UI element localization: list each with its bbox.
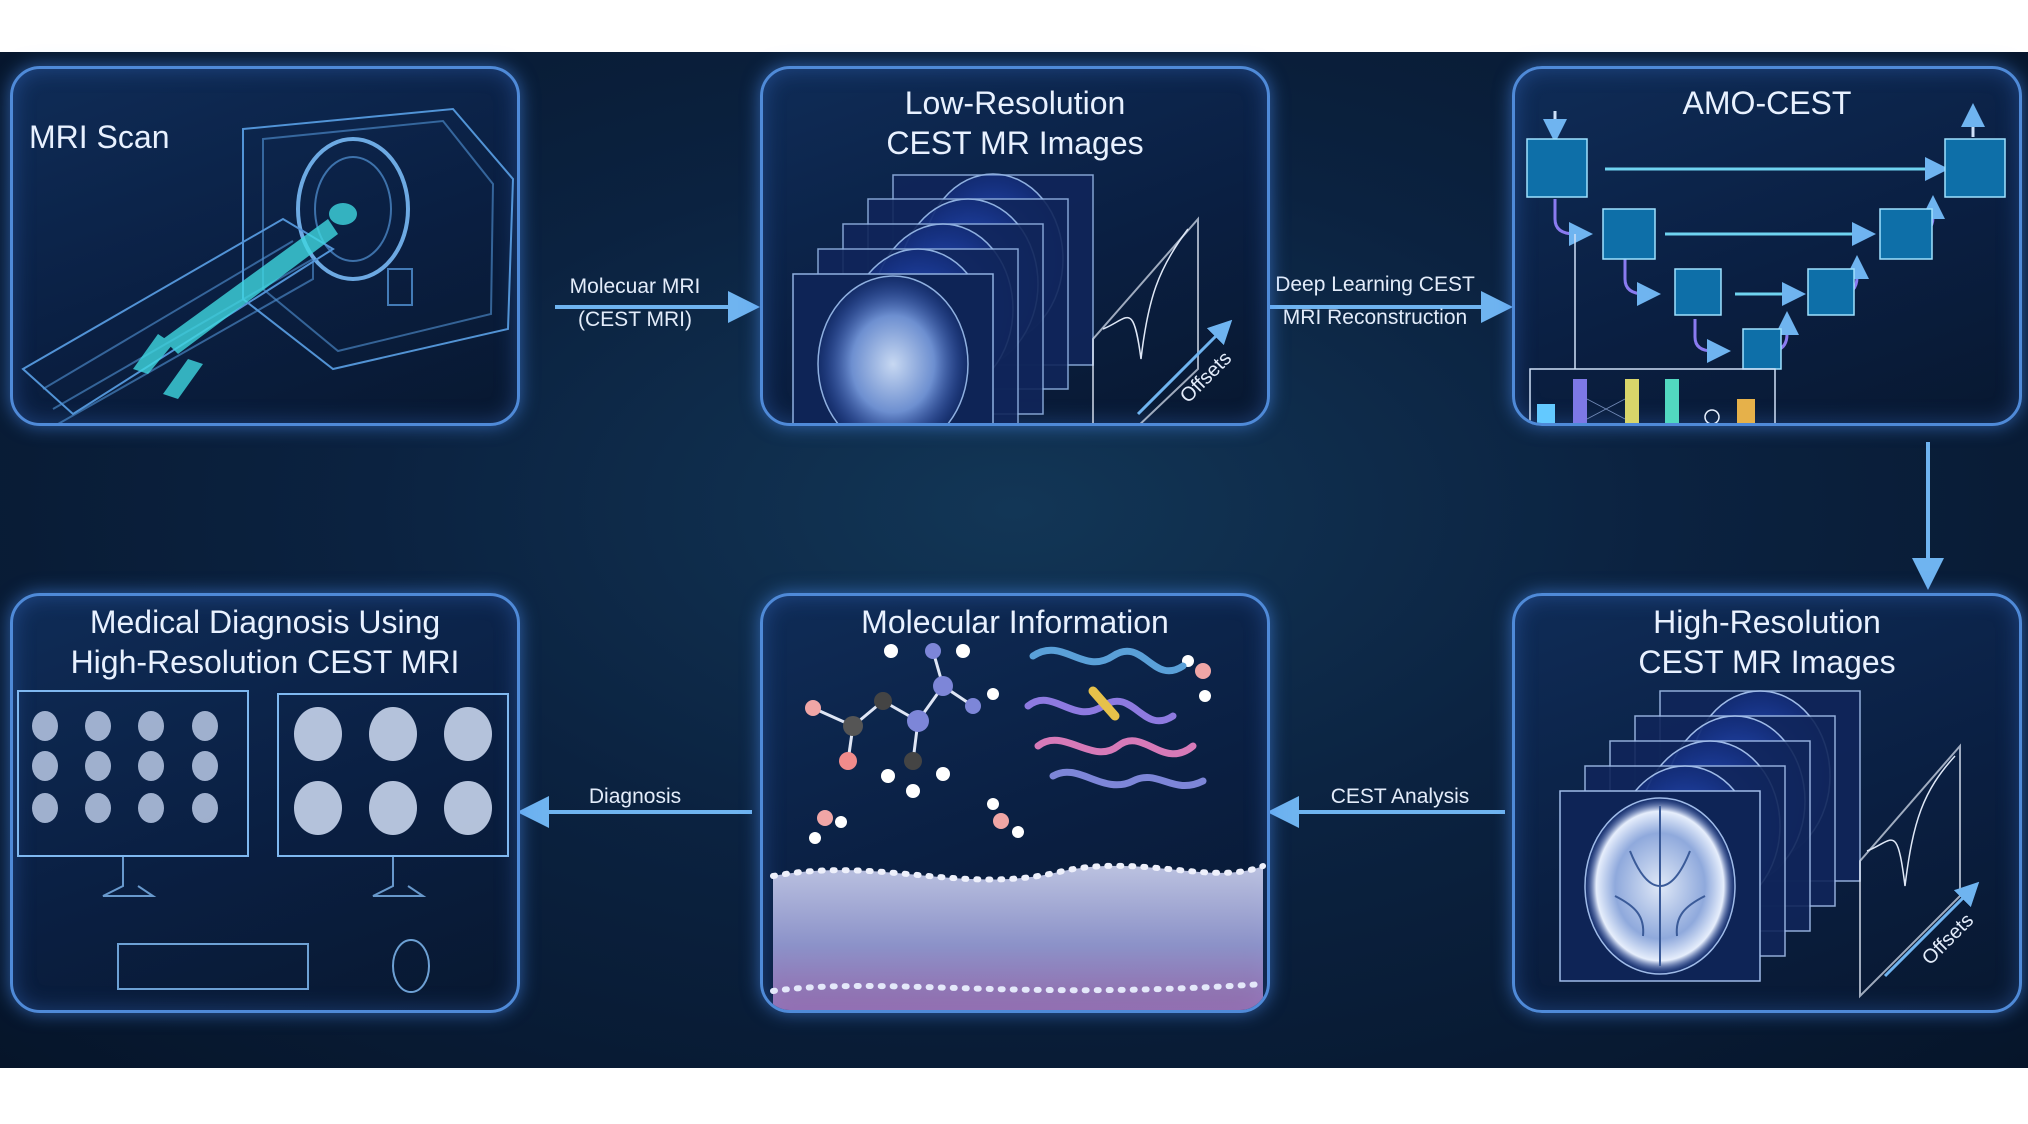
feature-blocks [1526,138,2006,370]
z-spectrum-plot [1859,743,1961,999]
brain-thumbnails-left [32,711,218,823]
connector-label-cest-analysis: CEST Analysis [1330,785,1470,808]
panel-title-line1: Low-Resolution [904,85,1126,121]
z-spectrum-plot [1092,216,1199,423]
blurry-brain-slice [817,275,969,423]
panel-low-res: Low-Resolution CEST MR Images [760,66,1270,426]
connector-label-line: MRI Reconstruction [1282,306,1468,329]
unet-architecture-diagram [1526,103,2006,423]
mouse [392,939,430,993]
high-res-image-stack: Offsets [1559,690,1980,999]
panel-molecular-information: Molecular Information [760,593,1270,1013]
atoms [805,643,999,798]
panel-title: MRI Scan [29,119,170,155]
offsets-label: Offsets [1918,909,1978,969]
connector-arrows [517,291,1944,828]
connector-label-diagnosis: Diagnosis [588,785,682,808]
diagnosis-workstation-illustration [17,690,509,993]
panel-mri-scan: MRI Scan [10,66,520,426]
attention-module [1529,368,1776,423]
offsets-arrow [1883,881,1980,978]
diagram-canvas: Molecuar MRI (CEST MRI) Deep Learning CE… [0,52,2028,1068]
mri-scanner-illustration [21,107,515,423]
panel-title-line2: High-Resolution CEST MRI [70,644,460,680]
connector-label-line: Deep Learning CEST [1275,273,1475,296]
panel-title-line2: CEST MR Images [1638,644,1896,680]
connector-label-line: (CEST MRI) [578,308,692,331]
amino-acid-molecule [812,650,974,762]
connector-label-molecular-mri: Molecuar MRI (CEST MRI) [540,270,730,336]
water-molecules [809,655,1211,844]
connector-label-deep-learning: Deep Learning CEST MRI Reconstruction [1255,268,1495,334]
panel-high-res: High-Resolution CEST MR Images [1512,593,2022,1013]
panel-diagnosis: Medical Diagnosis Using High-Resolution … [10,593,520,1013]
keyboard [117,943,309,990]
panel-title-line2: CEST MR Images [886,125,1144,161]
lipid-membrane [770,862,1266,1010]
low-res-image-stack: Offsets [792,173,1236,423]
monitor-left [17,690,249,857]
patient-figure [133,203,357,399]
connector-label-line: Molecuar MRI [569,275,701,298]
molecular-illustration [770,643,1266,1010]
stacked-slices [792,173,1094,423]
panel-amo-cest: AMO-CEST [1512,66,2022,426]
panel-title-line1: Medical Diagnosis Using [89,604,441,640]
brain-detail [1614,806,1706,966]
offsets-arrow [1136,319,1233,416]
brain-thumbnails-right [294,707,492,835]
panel-title-line1: High-Resolution [1653,604,1881,640]
panel-title: AMO-CEST [1682,85,1852,121]
skip-connections [1605,157,1949,306]
offsets-label: Offsets [1176,347,1236,407]
panel-title: Molecular Information [861,604,1169,640]
protein-structure [1024,646,1207,790]
